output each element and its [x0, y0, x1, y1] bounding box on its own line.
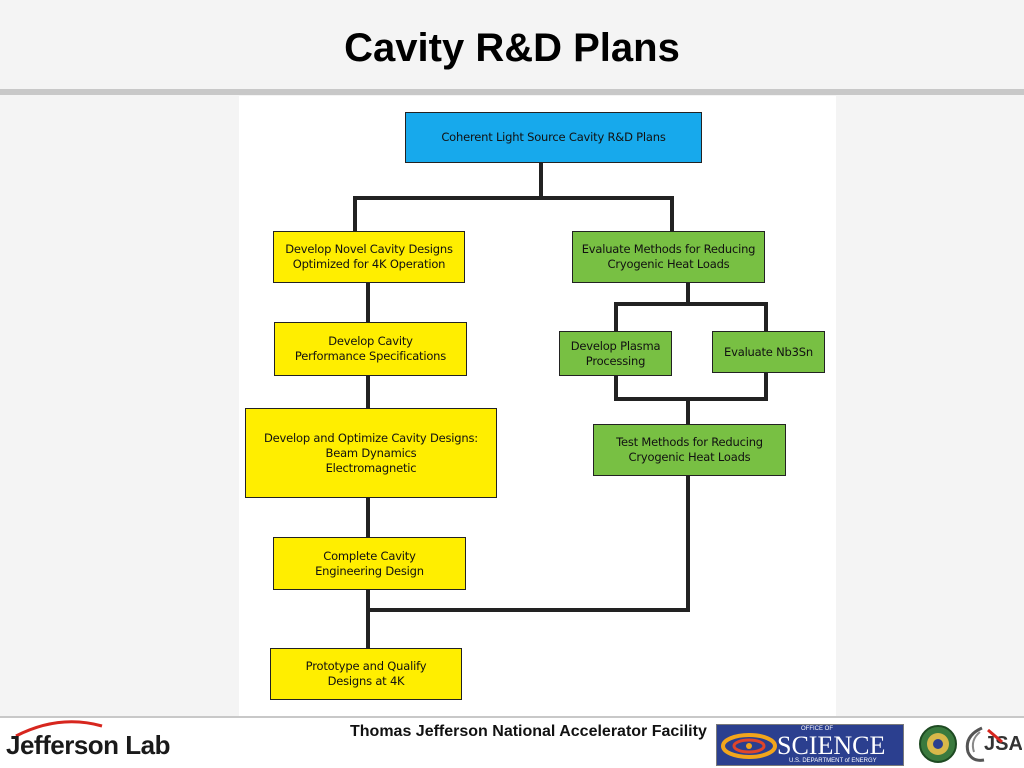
science-atom-icon	[721, 733, 777, 759]
jefferson-lab-logo: Jefferson Lab	[6, 730, 171, 760]
right-node-top: Evaluate Methods for Reducing Cryogenic …	[572, 231, 765, 283]
left-node-4: Complete Cavity Engineering Design	[273, 537, 466, 590]
flowchart-connectors	[353, 161, 768, 650]
flowchart-panel: Coherent Light Source Cavity R&D Plans D…	[239, 96, 836, 716]
root-node: Coherent Light Source Cavity R&D Plans	[405, 112, 702, 163]
left-node-3: Develop and Optimize Cavity Designs: Bea…	[245, 408, 497, 498]
title-divider	[0, 89, 1024, 95]
left-node-2: Develop Cavity Performance Specification…	[274, 322, 467, 376]
doe-seal-icon	[919, 725, 957, 763]
science-bottom-text: U.S. DEPARTMENT of ENERGY	[789, 758, 877, 764]
right-node-nb3sn: Evaluate Nb3Sn	[712, 331, 825, 373]
footer-organization: Thomas Jefferson National Accelerator Fa…	[350, 723, 707, 740]
jefferson-lab-swoosh-icon	[15, 720, 103, 738]
science-top-text: OFFICE OF	[801, 726, 833, 732]
slide-title: Cavity R&D Plans	[344, 26, 680, 70]
right-node-plasma: Develop Plasma Processing	[559, 331, 672, 376]
science-word: SCIENCE	[777, 731, 886, 760]
left-node-1: Develop Novel Cavity Designs Optimized f…	[273, 231, 465, 283]
footer-divider	[0, 716, 1024, 718]
office-of-science-logo: OFFICE OF SCIENCE U.S. DEPARTMENT of ENE…	[716, 724, 904, 766]
right-node-test: Test Methods for Reducing Cryogenic Heat…	[593, 424, 786, 476]
final-node: Prototype and Qualify Designs at 4K	[270, 648, 462, 700]
svg-text:JSA: JSA	[984, 733, 1022, 755]
jsa-logo: JSA	[965, 726, 1022, 762]
